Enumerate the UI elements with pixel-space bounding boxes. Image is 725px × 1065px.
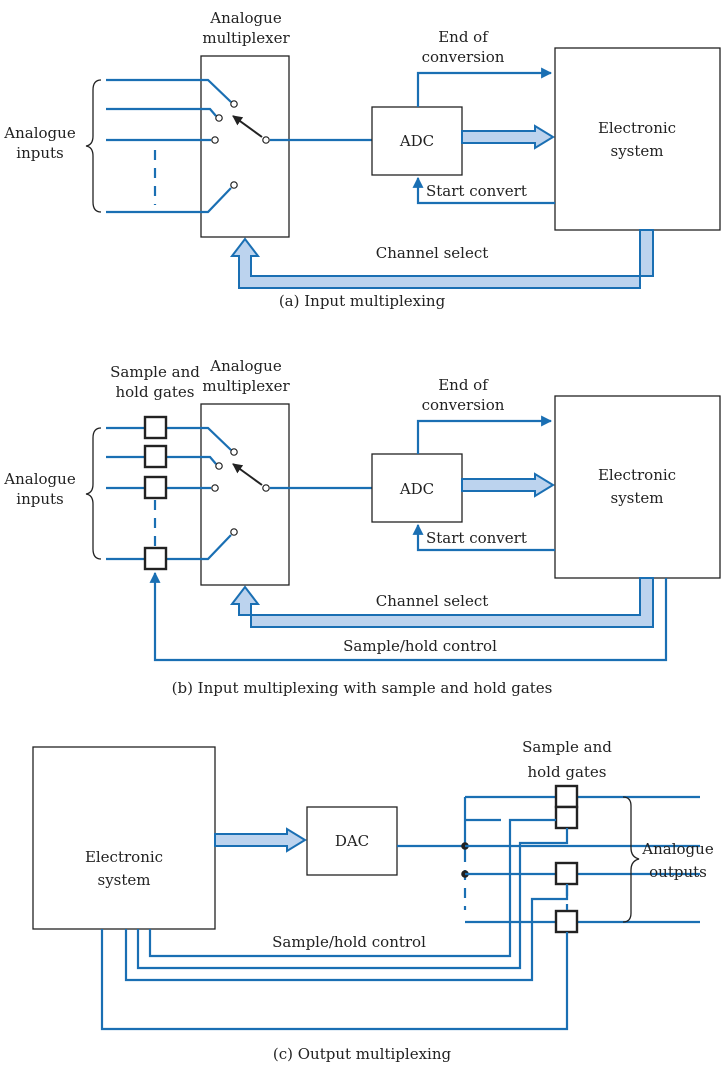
- dac-label: DAC: [335, 832, 369, 850]
- sh-label-line2: hold gates: [115, 383, 194, 401]
- inputs-label-line1: Analogue: [3, 470, 76, 488]
- caption-b: (b) Input multiplexing with sample and h…: [172, 679, 553, 697]
- system-label-line1: Electronic: [85, 848, 163, 866]
- start-convert-label: Start convert: [426, 182, 527, 200]
- eoc-label-line2: conversion: [422, 48, 505, 66]
- inputs-label-line2: inputs: [16, 490, 63, 508]
- sample-hold-gate: [143, 444, 168, 469]
- electronic-system-box: [32, 746, 216, 930]
- sample-hold-gate: [554, 861, 579, 886]
- switch-contact: [215, 462, 223, 470]
- system-label-line2: system: [611, 489, 664, 507]
- sh-label-line1: Sample and: [522, 738, 612, 756]
- start-convert-arrow: [412, 523, 555, 552]
- channel-select-label: Channel select: [376, 244, 489, 262]
- input-wire: [106, 107, 217, 117]
- sample-hold-gate: [143, 475, 168, 500]
- panel-c: Sample and hold gates Electronic system …: [32, 738, 714, 1063]
- mux-label-line1: Analogue: [209, 9, 282, 27]
- electronic-system-box: [554, 47, 721, 231]
- sample-hold-control-wire: [136, 828, 569, 970]
- start-convert-arrow: [412, 176, 555, 205]
- inputs-label-line2: inputs: [16, 144, 63, 162]
- electronic-system-box: [554, 395, 721, 579]
- switch-pivot: [262, 484, 270, 492]
- analogue-multiplexer: [200, 403, 290, 586]
- switch-contact: [230, 100, 238, 108]
- sh-label-line1: Sample and: [110, 363, 200, 381]
- sample-hold-control-wire: [148, 818, 556, 958]
- mux-label-line2: multiplexer: [202, 29, 290, 47]
- start-convert-label: Start convert: [426, 529, 527, 547]
- switch-pivot: [262, 136, 270, 144]
- adc-label: ADC: [399, 480, 434, 498]
- switch-contact: [230, 448, 238, 456]
- caption-c: (c) Output multiplexing: [273, 1045, 452, 1063]
- system-label-line2: system: [611, 142, 664, 160]
- input-wire: [106, 187, 232, 214]
- sample-hold-control-wire: [100, 929, 569, 1031]
- switch-contact: [211, 136, 219, 144]
- switch-contact: [211, 484, 219, 492]
- channel-select-label: Channel select: [376, 592, 489, 610]
- switch-arm-icon: [232, 115, 263, 138]
- switch-contact: [215, 114, 223, 122]
- sample-hold-control-label: Sample/hold control: [343, 637, 497, 655]
- switch-contact: [230, 181, 238, 189]
- switch-contact: [230, 528, 238, 536]
- switch-arm-icon: [232, 463, 263, 486]
- sample-hold-control-wire: [124, 884, 569, 982]
- channel-select-bus: [229, 577, 654, 628]
- outputs-label-line1: Analogue: [641, 840, 714, 858]
- end-of-conversion-arrow: [416, 67, 553, 107]
- inputs-label-line1: Analogue: [3, 124, 76, 142]
- input-wire: [106, 426, 232, 451]
- sample-hold-gate: [554, 909, 579, 934]
- eoc-label-line1: End of: [438, 28, 489, 46]
- sample-hold-control-label: Sample/hold control: [272, 933, 426, 951]
- panel-b: Sample and hold gates Analogue multiplex…: [3, 357, 721, 697]
- channel-select-bus: [229, 229, 654, 289]
- analogue-multiplexer: [200, 55, 290, 238]
- adc-box: [371, 106, 463, 176]
- input-wire: [106, 534, 232, 561]
- inputs-brace: [85, 79, 102, 213]
- caption-a: (a) Input multiplexing: [279, 292, 446, 310]
- sh-label-line2: hold gates: [527, 763, 606, 781]
- inputs-brace: [85, 427, 102, 560]
- input-wire: [106, 455, 217, 465]
- outputs-brace: [622, 796, 640, 923]
- mux-label-line1: Analogue: [209, 357, 282, 375]
- system-label-line1: Electronic: [598, 119, 676, 137]
- outputs-label-line2: outputs: [649, 863, 707, 881]
- panel-a: Analogue multiplexer Analogue inputs ADC…: [3, 9, 721, 310]
- system-label-line1: Electronic: [598, 466, 676, 484]
- system-data-bus-arrow: [214, 827, 307, 853]
- adc-label: ADC: [399, 132, 434, 150]
- sample-hold-gate: [143, 546, 168, 571]
- sample-hold-gate: [143, 415, 168, 440]
- mux-label-line2: multiplexer: [202, 377, 290, 395]
- end-of-conversion-arrow: [416, 415, 553, 454]
- adc-data-bus-arrow: [461, 472, 555, 498]
- sample-hold-control-wire: [149, 571, 668, 662]
- sample-hold-gate: [554, 784, 579, 809]
- input-wire: [106, 78, 232, 103]
- adc-box: [371, 453, 463, 523]
- eoc-label-line2: conversion: [422, 396, 505, 414]
- adc-data-bus-arrow: [461, 124, 555, 150]
- eoc-label-line1: End of: [438, 376, 489, 394]
- system-label-line2: system: [98, 871, 151, 889]
- sample-hold-gate: [554, 805, 579, 830]
- dac-box: [306, 806, 398, 876]
